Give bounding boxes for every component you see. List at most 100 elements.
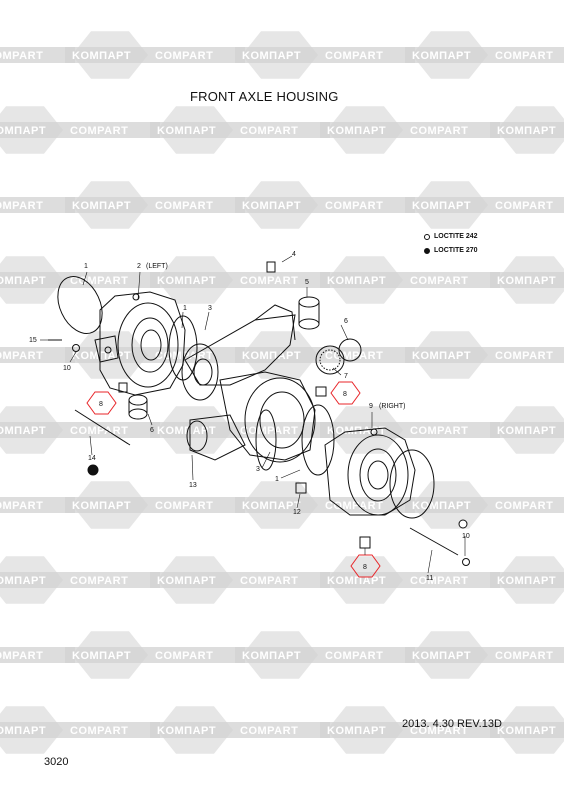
left-hub-housing [99, 291, 186, 396]
watermark-text: COMPART [325, 50, 383, 62]
callout-3: 3 [208, 305, 212, 312]
watermark-text: COMPART [495, 350, 553, 362]
left-tube-flange [181, 343, 219, 401]
gasket-center [255, 409, 277, 471]
axle-housing-lower-tube [189, 414, 246, 461]
legend-item-loctite-242: LOCTITE 242 [424, 230, 478, 244]
bushing-end [298, 296, 320, 308]
callout-1: 1 [183, 305, 187, 312]
watermark-text: COMPART [155, 50, 213, 62]
callout-6: 6 [344, 318, 348, 325]
plug-top [266, 261, 276, 273]
watermark-logo: KOMΠAPT COMPART [235, 31, 415, 79]
filter-rim [315, 345, 345, 375]
watermark-text: COMPART [495, 650, 553, 662]
watermark-logo: KOMΠAPT COMPART [405, 631, 564, 679]
watermark-text: COMPART [410, 125, 468, 137]
leader-line [280, 469, 301, 479]
callout-4: 4 [292, 251, 296, 258]
bushing-body [128, 400, 148, 414]
left-tube-bore [193, 358, 213, 386]
leader-line [427, 549, 433, 574]
axle-housing-upper-arm [254, 304, 296, 341]
leader-line [261, 451, 271, 469]
watermark-text: KOMΠAPT [242, 350, 301, 362]
leader-line [181, 311, 184, 329]
callout-12: 12 [293, 509, 301, 516]
watermark-text: COMPART [0, 500, 43, 512]
callout-9: 9 [369, 403, 373, 410]
bushing-end [128, 394, 148, 406]
watermark-text: COMPART [240, 425, 298, 437]
bushing-end [128, 408, 148, 420]
nut-10-right [462, 558, 470, 566]
watermark-text: KOMΠAPT [327, 725, 386, 737]
watermark-text: COMPART [155, 650, 213, 662]
watermark-text: KOMΠAPT [327, 575, 386, 587]
bushing-end [298, 318, 320, 330]
lower-tube-flange [186, 420, 208, 452]
watermark-text: KOMΠAPT [497, 725, 556, 737]
open-circle-icon [424, 234, 430, 240]
watermark-text: KOMΠAPT [242, 650, 301, 662]
breather-cap [132, 293, 140, 301]
loctite-242-marker [458, 519, 468, 529]
watermark-text: COMPART [70, 725, 128, 737]
watermark-text: KOMΠAPT [0, 275, 46, 287]
filled-circle-icon [424, 248, 430, 254]
right-hub-flange [347, 434, 409, 516]
leader-line [340, 324, 349, 341]
callout-11: 11 [426, 575, 433, 582]
watermark-text: KOMΠAPT [242, 50, 301, 62]
watermark-text: COMPART [70, 575, 128, 587]
watermark-text: KOMΠAPT [242, 200, 301, 212]
watermark-text: COMPART [410, 425, 468, 437]
watermark-text: COMPART [495, 200, 553, 212]
watermark-text: KOMΠAPT [72, 350, 131, 362]
plug-center [315, 386, 327, 397]
watermark-text: COMPART [240, 125, 298, 137]
o-ring-left-inner [168, 315, 198, 381]
watermark-text: KOMΠAPT [157, 575, 216, 587]
watermark-text: KOMΠAPT [72, 50, 131, 62]
page-title: FRONT AXLE HOUSING [190, 89, 339, 104]
center-bore [259, 391, 305, 449]
callout-1: 1 [84, 263, 88, 270]
tie-rod-14 [74, 409, 131, 446]
watermark-text: COMPART [325, 500, 383, 512]
callout-14: 14 [88, 455, 96, 462]
watermark-logo: KOMΠAPT COMPART [65, 31, 245, 79]
right-hub-inner-bore [367, 460, 389, 490]
watermark-text: COMPART [495, 500, 553, 512]
highlight-hexagon [330, 381, 361, 405]
legend-label: LOCTITE 242 [434, 233, 478, 240]
watermark-text: COMPART [0, 50, 43, 62]
revision-date: 2013. 4.30 REV.13D [402, 718, 502, 730]
breather-cap-right [370, 428, 378, 436]
left-hub-bracket [94, 335, 119, 363]
callout-3: 3 [256, 466, 260, 473]
watermark-text: COMPART [240, 575, 298, 587]
watermark-text: KOMΠAPT [72, 200, 131, 212]
watermark-text: KOMΠAPT [412, 650, 471, 662]
loctite-270-marker [87, 464, 99, 476]
right-hub-group [295, 427, 470, 566]
callout-10: 10 [63, 365, 71, 372]
leader-line [147, 413, 153, 426]
